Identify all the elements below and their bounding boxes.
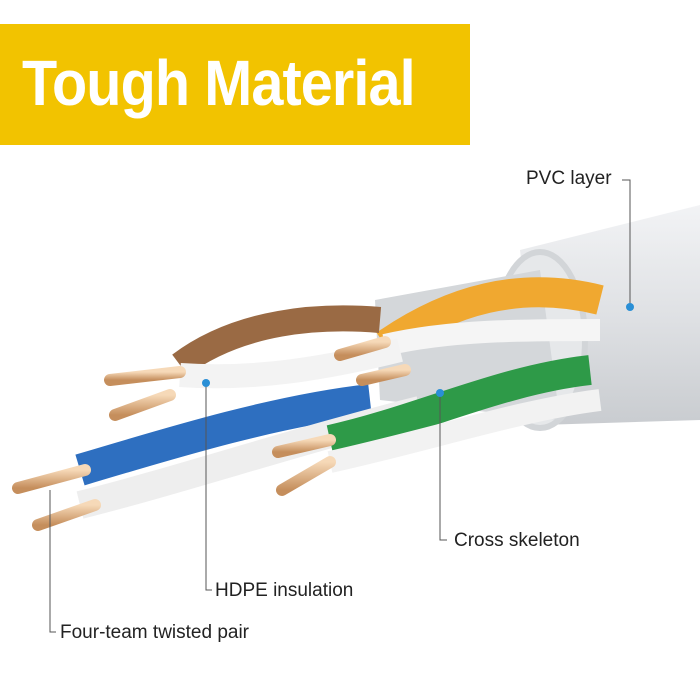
hdpe-callout-dot [202, 379, 210, 387]
cross-callout-dot [436, 389, 444, 397]
title-banner [0, 24, 470, 145]
cross-callout-line [439, 394, 447, 541]
copper-conductors [12, 336, 411, 531]
hdpe-callout-line [205, 384, 212, 591]
banner-title: Tough Material [22, 47, 416, 119]
pvc-callout-line [622, 179, 631, 305]
pair-callout-line [49, 490, 56, 633]
pvc-layer-label: PVC layer [526, 168, 612, 189]
twisted-pair-label: Four-team twisted pair [60, 622, 250, 643]
cross-skeleton-label: Cross skeleton [454, 530, 580, 551]
pair-blue [75, 384, 372, 486]
pair-brown [172, 305, 382, 376]
pvc-callout-dot [626, 303, 634, 311]
pair-green [326, 355, 592, 455]
hdpe-insulation-label: HDPE insulation [215, 580, 354, 601]
